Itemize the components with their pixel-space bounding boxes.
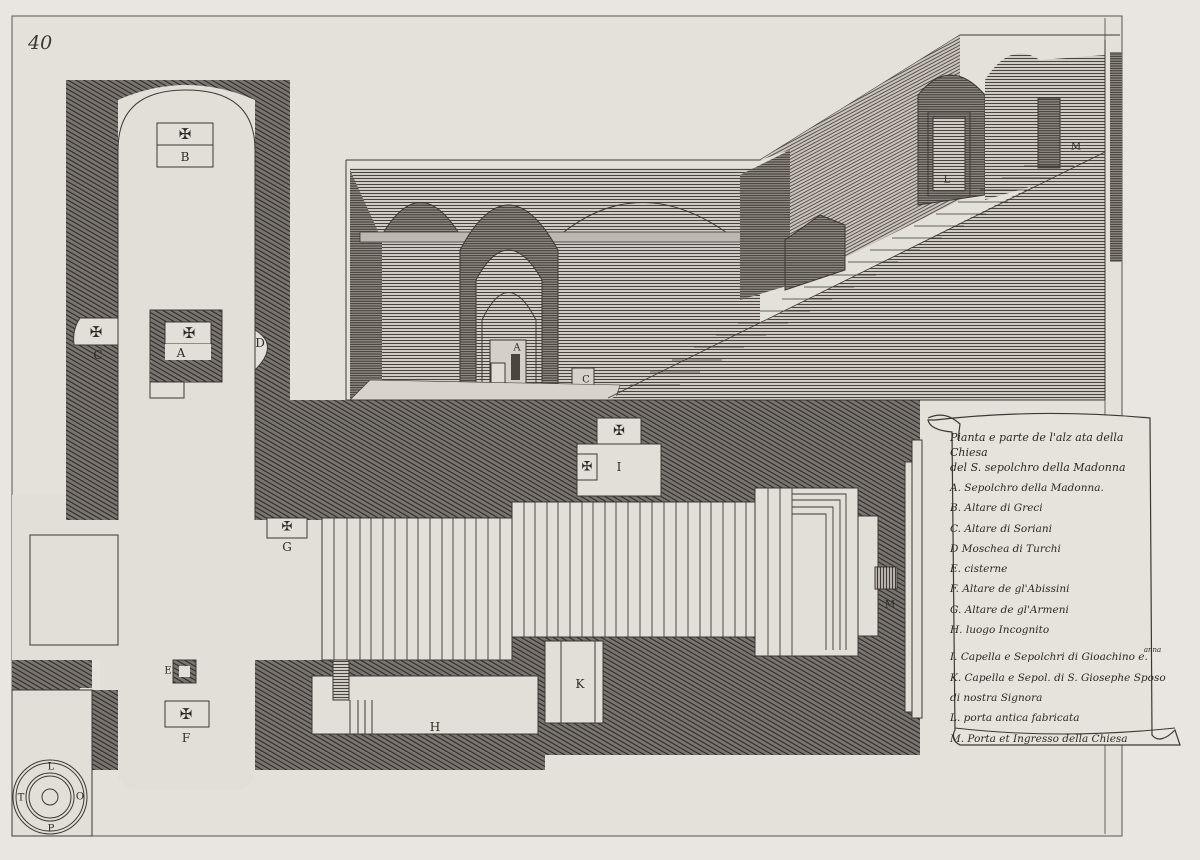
legend-item-g: G. Altare de gl'Armeni (950, 603, 1069, 616)
legend-item-d: D Moschea di Turchi (950, 542, 1061, 555)
plan-label-f: F (181, 731, 191, 745)
legend-item-a: A. Sepolchro della Madonna. (950, 482, 1104, 494)
legend-title: Pianta e parte de l'alz ata della Chiesa… (950, 431, 1126, 474)
plan-label-h: H (429, 720, 441, 734)
plan-label-c: C (93, 348, 103, 362)
plan-label-i: I (616, 460, 622, 474)
legend-scroll (927, 412, 1181, 746)
cross-icon: ✠ (581, 459, 593, 475)
cross-icon: ✠ (179, 705, 193, 723)
cross-icon: ✠ (281, 519, 293, 535)
legend: Pianta e parte de l'alz ata della Chiesa… (950, 430, 1166, 749)
legend-item-h: H. luogo Incognito (950, 624, 1050, 637)
elevation-label-l: L (943, 174, 951, 186)
cross-icon: ✠ (178, 125, 192, 143)
elevation-label-c: C (582, 374, 590, 386)
plan-label-b: B (180, 150, 190, 164)
legend-item-f: F. Altare de gl'Abissini (950, 583, 1070, 596)
elevation-label-m: M (1070, 141, 1082, 153)
plan-label-e: E (164, 665, 172, 677)
cross-icon: ✠ (613, 423, 625, 439)
plan-label-m: M (884, 599, 896, 611)
compass-label-bottom: P (47, 823, 55, 835)
page-number: 40 (28, 32, 53, 54)
legend-item-k-cont: di nostra Signora (950, 691, 1043, 704)
compass-rose (12, 759, 88, 835)
legend-item-e: E. cisterne (950, 563, 1008, 576)
plan-label-a: A (176, 346, 186, 360)
legend-item-c: C. Altare di Soriani (950, 522, 1053, 535)
stair-treads (333, 488, 847, 660)
elevation-label-a: A (513, 342, 521, 354)
compass-label-top: L (47, 761, 55, 773)
plan-label-g: G (282, 540, 292, 554)
legend-item-b: B. Altare di Greci (950, 502, 1043, 515)
legend-item-m: M. Porta et Ingresso della Chiesa (950, 732, 1128, 745)
plan-label-k: K (575, 677, 585, 691)
plan-label-d: D (255, 336, 265, 350)
cross-icon: ✠ (89, 323, 103, 341)
legend-item-l: L. porta antica fabricata (950, 712, 1080, 725)
cross-icon: ✠ (182, 324, 196, 342)
legend-item-i: I. Capella e Sepolchri di Gioachino e.an… (950, 646, 1162, 664)
compass-label-right: O (75, 791, 85, 803)
legend-item-k: K. Capella e Sepol. di S. Giosephe Sposo (950, 671, 1166, 684)
compass-label-left: T (17, 792, 25, 804)
